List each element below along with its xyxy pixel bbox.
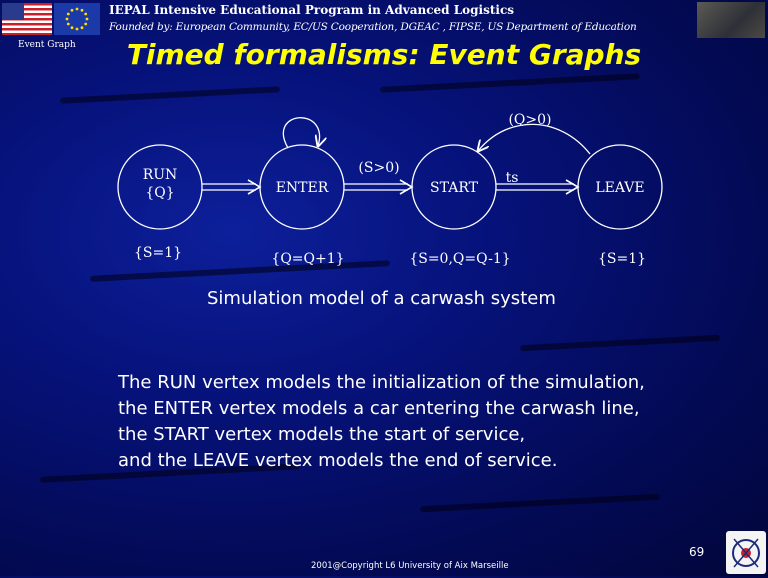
- footer-copyright: 2001@Copyright L6 University of Aix Mars…: [311, 561, 509, 571]
- corner-photo: [697, 2, 765, 38]
- start-vertex-label: START: [430, 180, 478, 196]
- university-logo-icon: [726, 531, 766, 574]
- run-vertex: [117, 144, 203, 230]
- enter-vertex-label: ENTER: [275, 180, 329, 196]
- diagram-caption: Simulation model of a carwash system: [207, 288, 556, 309]
- edge-label-s-positive: (S>0): [358, 160, 400, 176]
- description-text: The RUN vertex models the initialization…: [118, 370, 645, 474]
- edge-leave-start: [478, 123, 591, 155]
- edge-enter-self: [282, 117, 319, 148]
- description-line: the ENTER vertex models a car entering t…: [118, 398, 640, 419]
- header-subtitle: Founded by: European Community, EC/US Co…: [109, 21, 637, 33]
- page-number: 69: [689, 545, 705, 559]
- run-vertex-label: RUN: [142, 167, 178, 183]
- enter-action-label: {Q=Q+1}: [271, 251, 345, 267]
- run-vertex-sublabel: {Q}: [145, 185, 175, 201]
- description-line: the START vertex models the start of ser…: [118, 424, 526, 445]
- us-flag-icon: [2, 3, 52, 35]
- leave-vertex-label: LEAVE: [595, 180, 645, 196]
- slide-title: Timed formalisms: Event Graphs: [126, 38, 642, 71]
- edge-label-q-positive: (Q>0): [508, 112, 552, 128]
- start-action-label: {S=0,Q=Q-1}: [409, 251, 511, 267]
- edge-start-leave: [496, 179, 580, 195]
- header-title: IEPAL Intensive Educational Program in A…: [109, 3, 515, 17]
- description-line: The RUN vertex models the initialization…: [118, 372, 645, 393]
- eu-flag-icon: [54, 3, 100, 35]
- edge-label-ts: ts: [505, 170, 519, 186]
- leave-action-label: {S=1}: [597, 251, 647, 267]
- edge-run-enter: [202, 179, 262, 195]
- side-label: Event Graph: [18, 40, 76, 50]
- description-line: and the LEAVE vertex models the end of s…: [118, 450, 558, 471]
- edge-enter-start: [344, 179, 414, 195]
- run-action-label: {S=1}: [133, 245, 183, 261]
